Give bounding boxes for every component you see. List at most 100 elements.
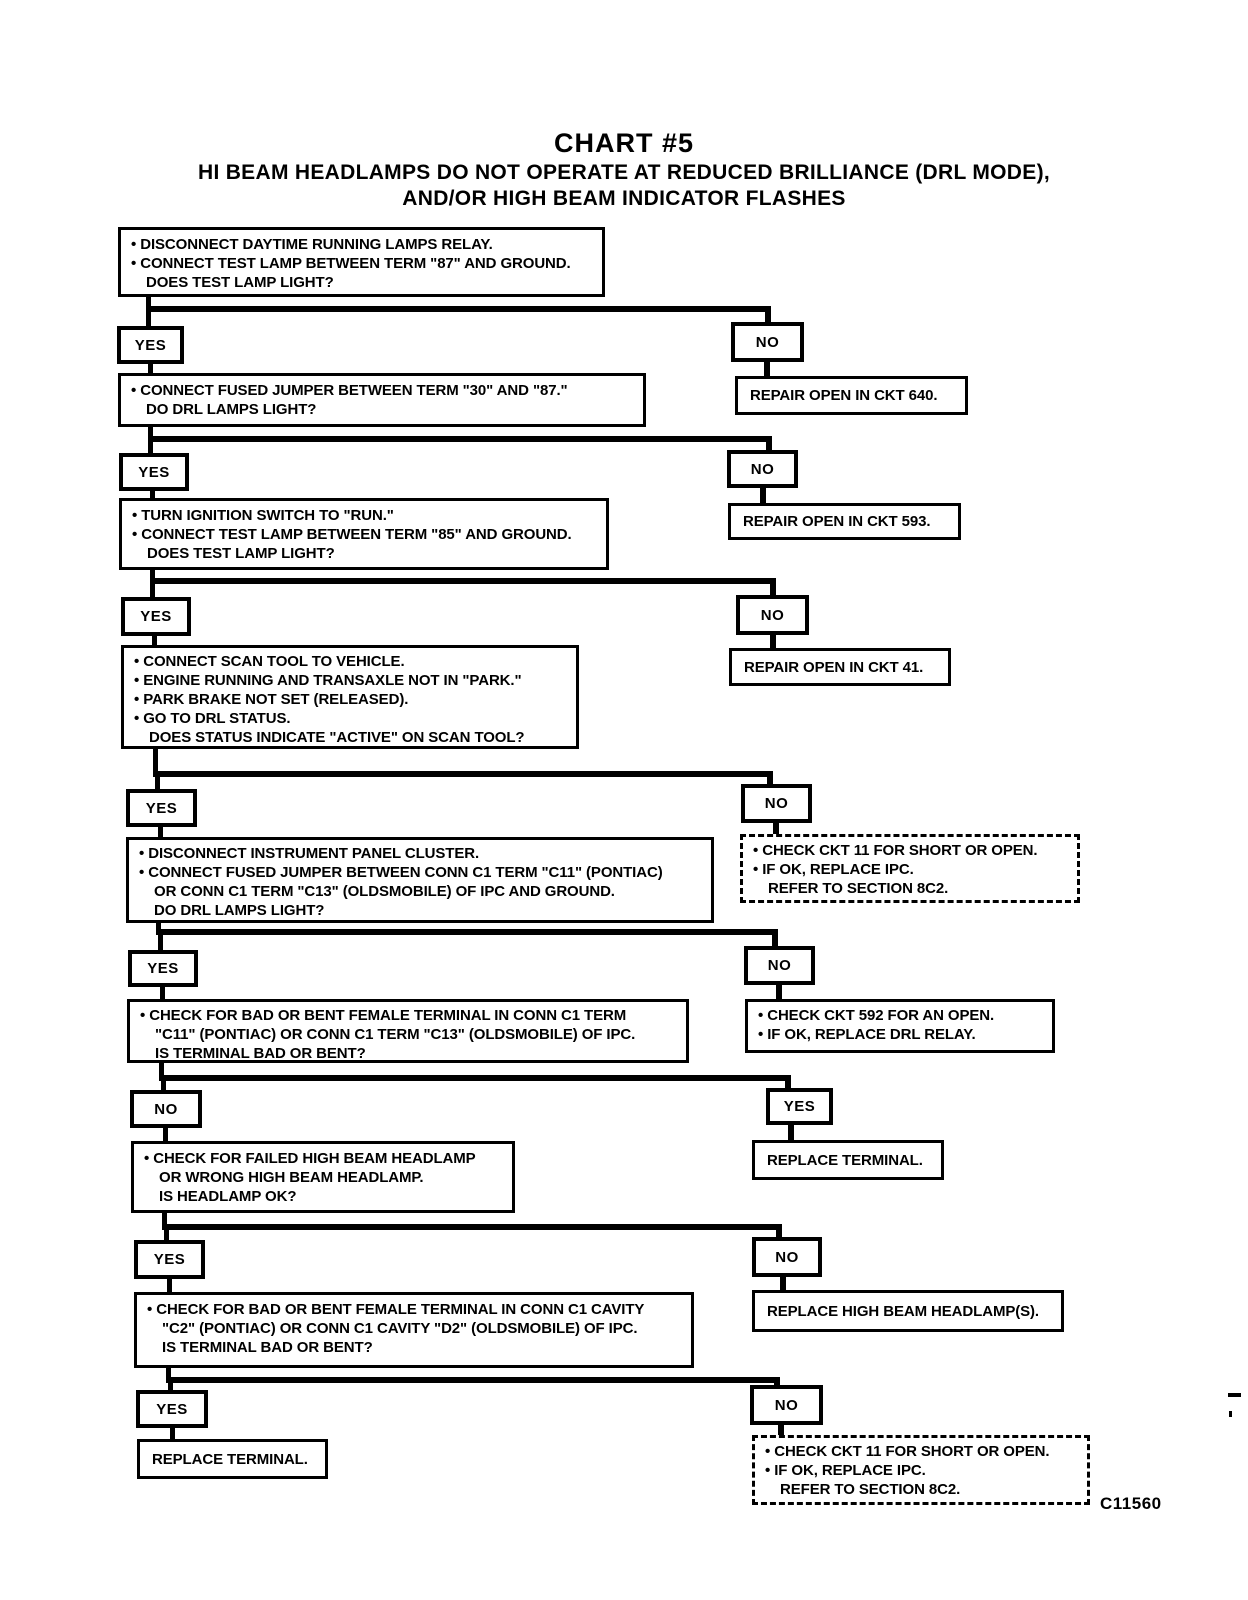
decision-yes-7: YES — [134, 1240, 205, 1279]
decision-no-8: NO — [750, 1385, 823, 1425]
decision-no-4: NO — [741, 784, 812, 823]
flow-connector — [153, 747, 158, 777]
step-line: • CONNECT SCAN TOOL TO VEHICLE. — [134, 653, 405, 670]
decision-no-3: NO — [736, 595, 809, 635]
flow-connector — [167, 1279, 172, 1292]
decision-no-5: NO — [744, 946, 815, 985]
chart-subtitle-line2: AND/OR HIGH BEAM INDICATOR FLASHES — [402, 187, 846, 210]
figure-code: C11560 — [1100, 1494, 1162, 1513]
result-replace-terminal-final: REPLACE TERMINAL. — [137, 1439, 328, 1479]
step-4-box: • CONNECT SCAN TOOL TO VEHICLE. • ENGINE… — [121, 645, 579, 749]
step-5-box: • DISCONNECT INSTRUMENT PANEL CLUSTER. •… — [126, 837, 714, 923]
flow-connector — [150, 584, 155, 597]
flow-connector — [168, 1383, 173, 1391]
decision-yes-5: YES — [128, 950, 198, 987]
flow-connector — [162, 1210, 167, 1230]
step-line: • DISCONNECT INSTRUMENT PANEL CLUSTER. — [139, 845, 480, 862]
step-line: IS TERMINAL BAD OR BENT? — [155, 1045, 366, 1062]
flow-connector — [146, 306, 771, 312]
result-line: • CHECK CKT 11 FOR SHORT OR OPEN. — [765, 1443, 1050, 1460]
flow-connector — [765, 312, 771, 322]
result-check-ckt-11-ipc-final: • CHECK CKT 11 FOR SHORT OR OPEN. • IF O… — [752, 1435, 1090, 1505]
step-line: • CONNECT FUSED JUMPER BETWEEN TERM "30"… — [131, 382, 568, 399]
step-line: OR CONN C1 TERM "C13" (OLDSMOBILE) OF IP… — [154, 883, 615, 900]
decision-no-2: NO — [727, 450, 798, 488]
step-6-box: • CHECK FOR BAD OR BENT FEMALE TERMINAL … — [127, 999, 689, 1063]
decision-yes-3: YES — [121, 597, 191, 636]
flow-connector — [780, 1277, 786, 1290]
step-line: • DISCONNECT DAYTIME RUNNING LAMPS RELAY… — [131, 236, 493, 253]
step-line: "C11" (PONTIAC) OR CONN C1 TERM "C13" (O… — [155, 1026, 636, 1043]
result-line: • IF OK, REPLACE DRL RELAY. — [758, 1026, 976, 1043]
step-line: • CHECK FOR BAD OR BENT FEMALE TERMINAL … — [140, 1007, 627, 1024]
flow-connector — [767, 777, 773, 784]
step-line: • ENGINE RUNNING AND TRANSAXLE NOT IN "P… — [134, 672, 522, 689]
step-line: DO DRL LAMPS LIGHT? — [146, 401, 317, 418]
decision-no-6: NO — [130, 1090, 202, 1128]
flow-connector — [162, 1224, 782, 1230]
result-replace-high-beam-headlamp: REPLACE HIGH BEAM HEADLAMP(S). — [752, 1290, 1064, 1332]
result-line: • IF OK, REPLACE IPC. — [765, 1462, 926, 1479]
step-line: IS HEADLAMP OK? — [159, 1188, 297, 1205]
decision-yes-4: YES — [126, 789, 197, 827]
step-line: DOES TEST LAMP LIGHT? — [146, 274, 334, 291]
decision-yes-8: YES — [136, 1390, 208, 1428]
flow-connector — [148, 442, 153, 453]
flow-connector — [166, 1365, 171, 1383]
flow-connector — [156, 929, 778, 935]
flow-connector — [146, 294, 151, 312]
decision-yes-1: YES — [117, 326, 184, 364]
flow-connector — [764, 362, 770, 376]
scan-artifact — [1229, 1411, 1232, 1417]
flow-connector — [170, 1428, 175, 1440]
result-repair-ckt-41: REPAIR OPEN IN CKT 41. — [729, 648, 951, 686]
flow-connector — [776, 1230, 782, 1237]
flow-connector — [776, 985, 782, 999]
flow-connector — [155, 777, 160, 789]
step-line: • CHECK FOR BAD OR BENT FEMALE TERMINAL … — [147, 1301, 645, 1318]
step-7-box: • CHECK FOR FAILED HIGH BEAM HEADLAMP OR… — [131, 1141, 515, 1213]
flow-connector — [163, 1128, 168, 1141]
result-line: • CHECK CKT 592 FOR AN OPEN. — [758, 1007, 995, 1024]
result-line: • CHECK CKT 11 FOR SHORT OR OPEN. — [753, 842, 1038, 859]
flow-connector — [158, 827, 163, 837]
flow-connector — [772, 935, 778, 946]
flow-connector — [161, 1081, 166, 1090]
flow-connector — [152, 636, 157, 645]
decision-yes-6: YES — [766, 1088, 833, 1125]
flow-connector — [148, 364, 153, 373]
decision-no-1: NO — [731, 322, 804, 362]
step-line: • CONNECT TEST LAMP BETWEEN TERM "87" AN… — [131, 255, 571, 272]
step-line: DO DRL LAMPS LIGHT? — [154, 902, 325, 919]
flow-connector — [788, 1125, 794, 1140]
result-line: REFER TO SECTION 8C2. — [780, 1481, 961, 1498]
flow-connector — [150, 578, 776, 584]
step-line: OR WRONG HIGH BEAM HEADLAMP. — [159, 1169, 424, 1186]
flow-connector — [785, 1081, 791, 1088]
flow-connector — [778, 1425, 784, 1436]
flow-connector — [160, 987, 165, 999]
flow-connector — [166, 1377, 780, 1383]
flow-connector — [774, 1381, 780, 1387]
step-line: • PARK BRAKE NOT SET (RELEASED). — [134, 691, 409, 708]
flow-connector — [766, 442, 772, 450]
step-line: "C2" (PONTIAC) OR CONN C1 CAVITY "D2" (O… — [162, 1320, 638, 1337]
step-line: DOES TEST LAMP LIGHT? — [147, 545, 335, 562]
decision-no-7: NO — [752, 1237, 822, 1277]
decision-yes-2: YES — [119, 453, 189, 491]
step-1-box: • DISCONNECT DAYTIME RUNNING LAMPS RELAY… — [118, 227, 605, 297]
flow-connector — [146, 312, 151, 326]
step-2-box: • CONNECT FUSED JUMPER BETWEEN TERM "30"… — [118, 373, 646, 427]
result-repair-ckt-640: REPAIR OPEN IN CKT 640. — [735, 376, 968, 415]
result-line: REFER TO SECTION 8C2. — [768, 880, 949, 897]
flow-connector — [159, 1075, 791, 1081]
flow-connector — [148, 436, 772, 442]
result-line: • IF OK, REPLACE IPC. — [753, 861, 914, 878]
result-check-ckt-592-drl-relay: • CHECK CKT 592 FOR AN OPEN. • IF OK, RE… — [745, 999, 1055, 1053]
flow-connector — [773, 823, 779, 834]
flow-connector — [156, 920, 161, 935]
flow-connector — [153, 771, 773, 777]
flow-connector — [148, 427, 153, 442]
flow-connector — [164, 1230, 169, 1240]
